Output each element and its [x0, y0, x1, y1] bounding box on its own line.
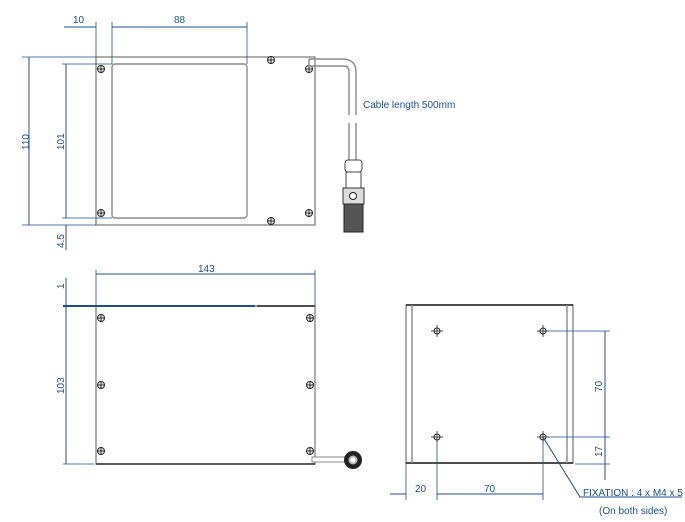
bottom-view: 70 17 20 70 FIXATION : 4 x M4 x 5 (On bo… — [390, 304, 683, 517]
dim-height-110: 110 — [21, 134, 32, 150]
light-window — [111, 63, 248, 219]
top-view: Cable length 500mm 10 88 110 101 4.5 — [21, 15, 455, 250]
dim-hole-bottom-17: 17 — [594, 445, 605, 457]
dim-hole-horizontal-70: 70 — [484, 484, 496, 495]
screw-icons — [97, 314, 314, 455]
dim-hole-left-20: 20 — [415, 484, 427, 495]
dim-length-143: 143 — [198, 264, 215, 275]
mounting-hole-icons — [430, 324, 550, 444]
dim-offset-10: 10 — [73, 15, 85, 26]
dimension-lines — [22, 22, 248, 250]
housing-side-outline — [95, 305, 316, 465]
fixation-note: (On both sides) — [599, 506, 667, 517]
dim-window-height-101: 101 — [56, 133, 67, 150]
dim-top-1: 1 — [56, 283, 67, 289]
dim-bottom-offset-4.5: 4.5 — [56, 234, 67, 248]
cable — [308, 58, 365, 233]
screw-icons — [97, 56, 313, 225]
cable-length-label: Cable length 500mm — [363, 100, 455, 111]
side-view: 143 1 103 — [56, 264, 362, 469]
fixation-label: FIXATION : 4 x M4 x 5 — [583, 488, 683, 499]
housing-bottom-outline — [405, 304, 574, 464]
dim-window-width-88: 88 — [174, 15, 186, 26]
cable-connector-end — [311, 451, 362, 469]
dim-height-103: 103 — [56, 377, 67, 394]
dim-hole-vertical-70: 70 — [594, 380, 605, 392]
housing-outline — [95, 56, 316, 226]
